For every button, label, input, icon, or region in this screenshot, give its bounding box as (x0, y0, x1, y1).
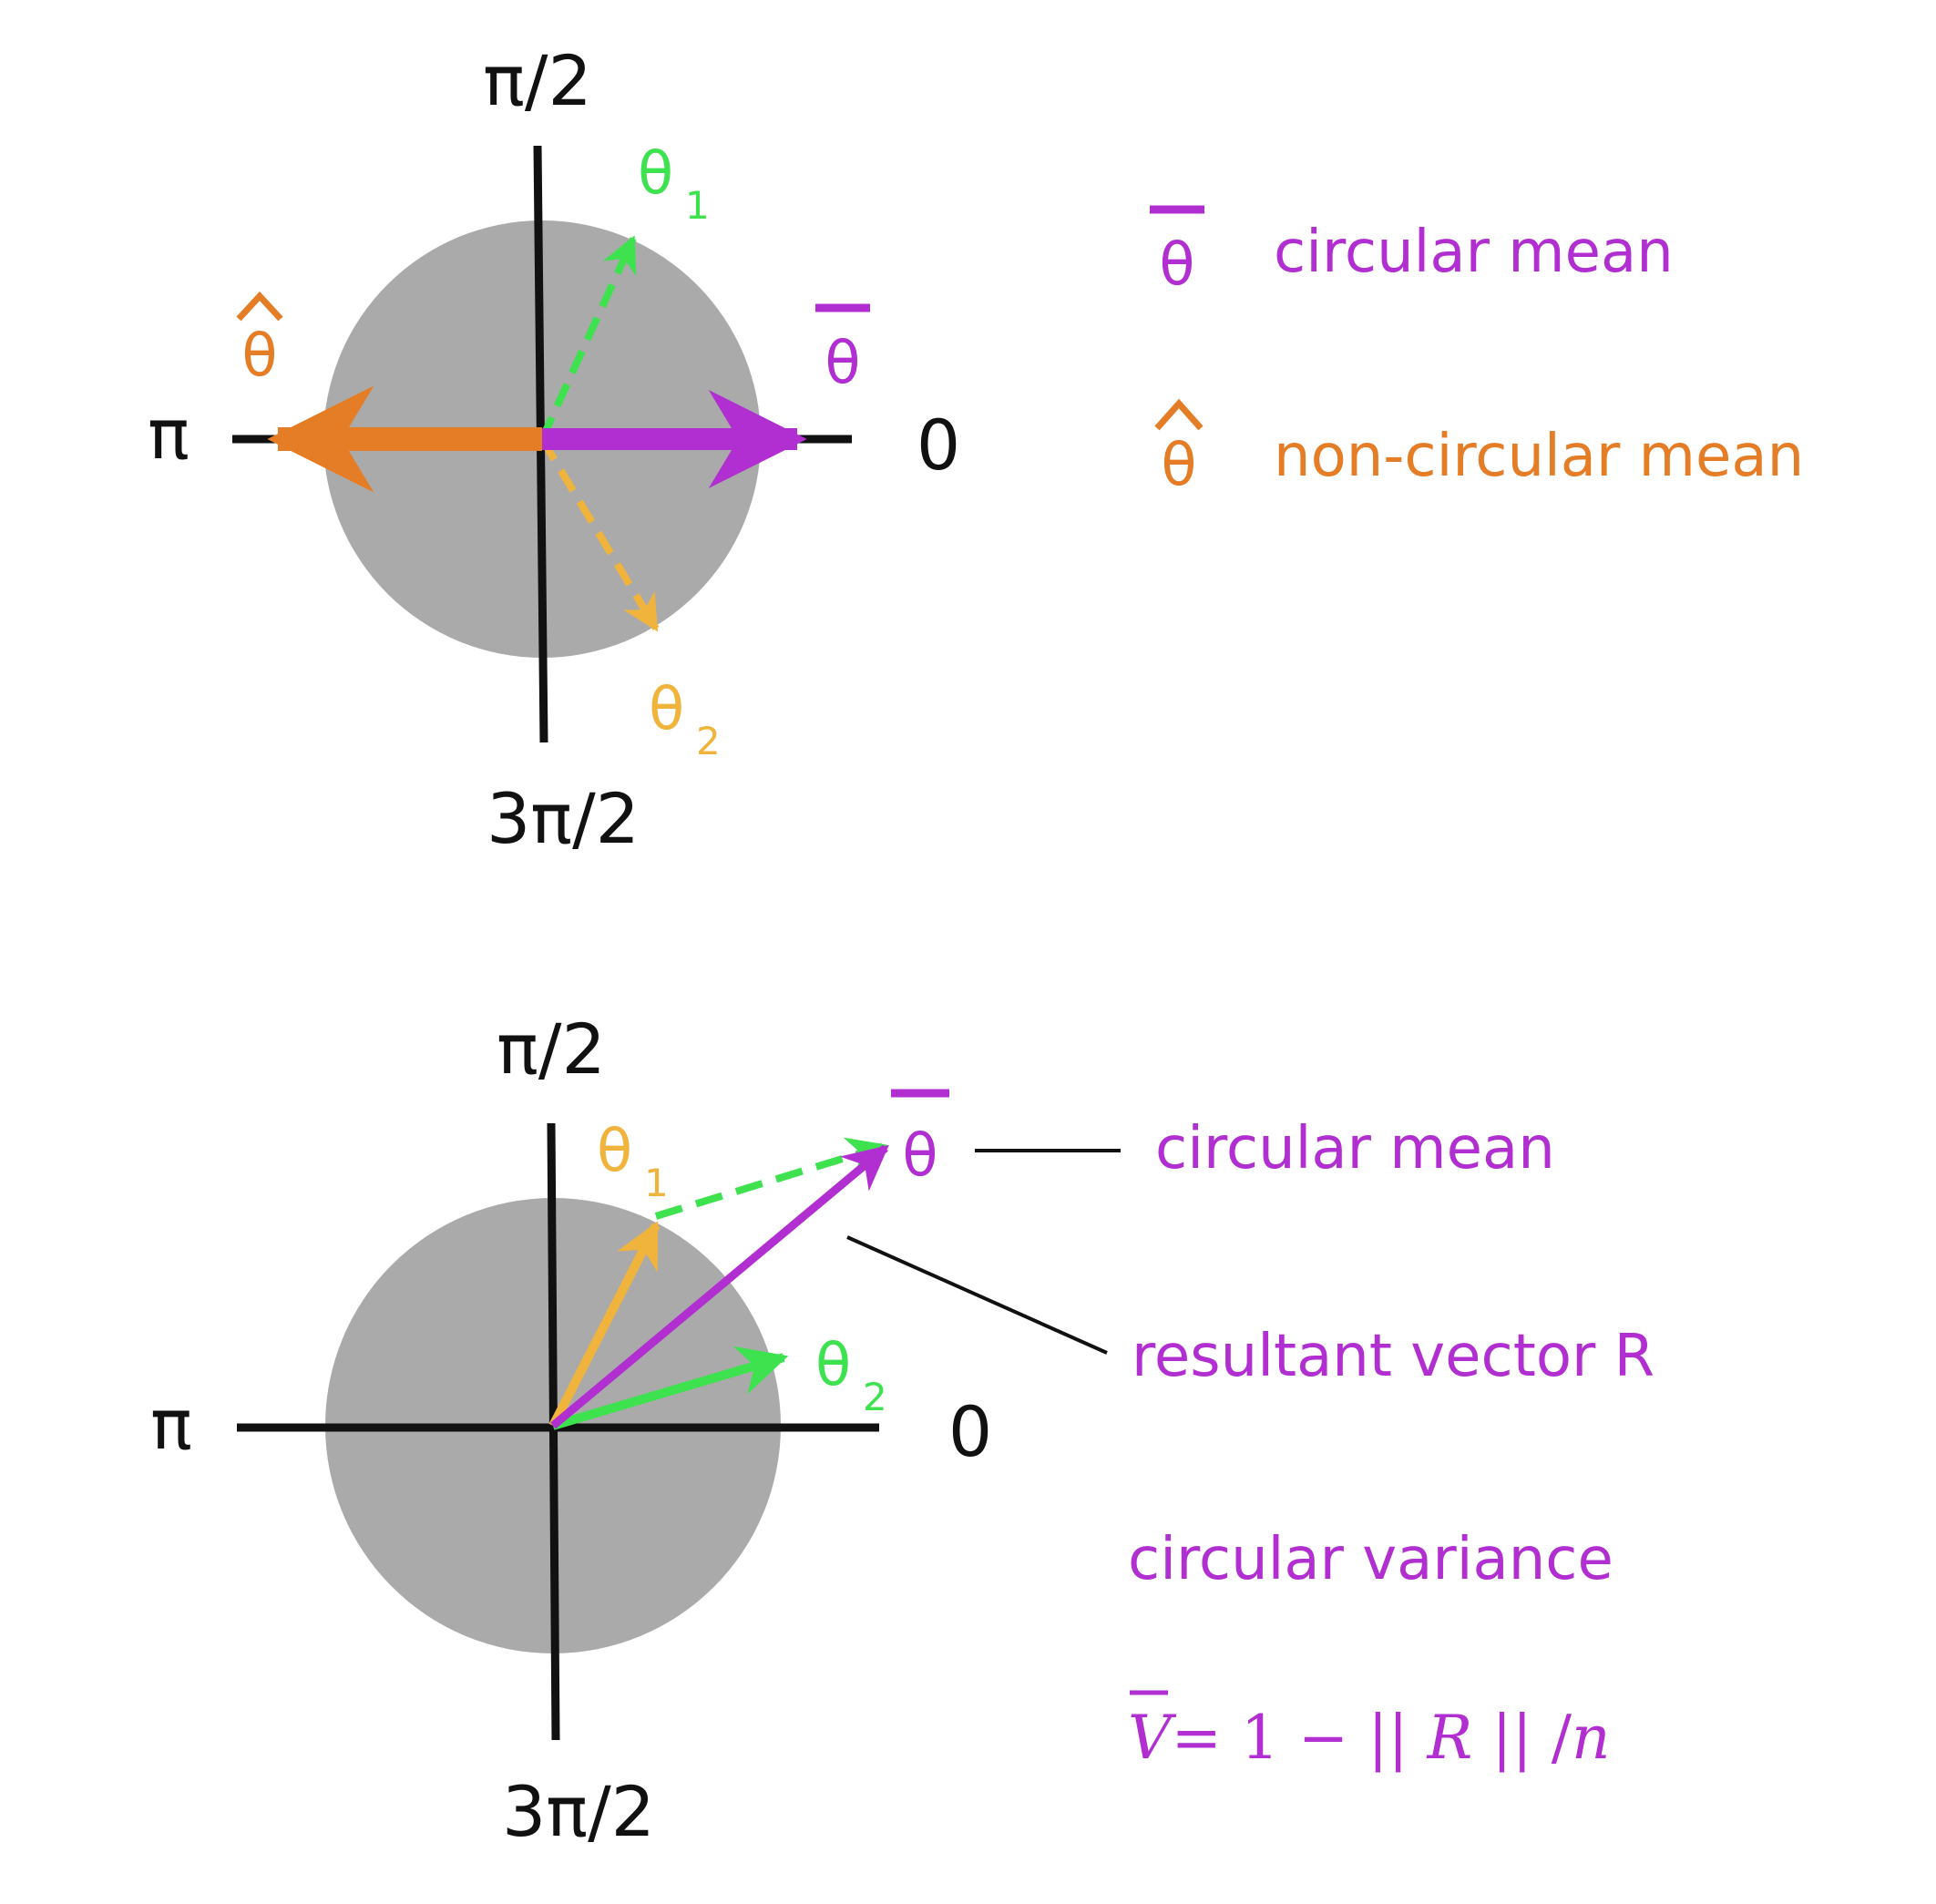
svg-text:θ: θ (638, 140, 673, 208)
theta2-label-top: θ 2 (649, 676, 721, 763)
annotation-resultant-vector: resultant vector R (1132, 1323, 1654, 1390)
hat-icon (1154, 398, 1204, 431)
legend-item-circular-mean: θ circular mean (1150, 205, 1674, 299)
svg-text:θ: θ (902, 1122, 937, 1190)
hat-icon (236, 291, 283, 322)
legend-label-noncircular-mean: non-circular mean (1274, 423, 1804, 490)
theta-hat-label-top: θ (236, 291, 283, 390)
svg-text:θ: θ (241, 322, 277, 390)
svg-text:θ: θ (825, 330, 860, 397)
annotation-circular-variance: circular variance (1128, 1526, 1613, 1593)
annotation-circular-mean: circular mean (1155, 1115, 1555, 1182)
svg-text:θ: θ (1159, 231, 1194, 299)
axis-label-top-pi-half: π/2 (483, 40, 592, 121)
svg-text:1: 1 (644, 1161, 669, 1205)
theta1-label-top: θ 1 (638, 140, 710, 228)
axis-label-bottom-pi: π (150, 1384, 192, 1465)
theta-bar-label-top: θ (815, 303, 870, 397)
legend: θ circular mean θ non-circular mean (1150, 205, 1804, 499)
theta2-dashed-arrow-top (538, 436, 660, 632)
theta2-vector-bottom (551, 1346, 789, 1430)
svg-text:θ: θ (815, 1332, 851, 1399)
svg-text:θ: θ (597, 1118, 632, 1185)
axis-label-bottom-3pi-half: 3π/2 (502, 1771, 655, 1852)
circular-variance-formula: V= 1 − || R || /n (1128, 1690, 1611, 1773)
theta1-dashed-arrow-top (538, 235, 637, 441)
panel-bottom: π/2 π 0 3π/2 θ 1 θ 2 θ circular mean res… (150, 1008, 1654, 1852)
resultant-vector-arrow (550, 1144, 889, 1429)
theta-bar-label-bottom: θ (891, 1089, 949, 1190)
svg-text:θ: θ (649, 676, 684, 743)
axis-label-top-pi: π (148, 394, 190, 475)
svg-text:V= 1 − || R || /n: V= 1 − || R || /n (1128, 1703, 1611, 1773)
svg-text:2: 2 (863, 1375, 887, 1419)
theta1-label-bottom: θ 1 (597, 1118, 669, 1205)
axis-label-bottom-zero: 0 (948, 1391, 992, 1472)
axis-label-top-3pi-half: 3π/2 (487, 778, 640, 859)
axis-label-top-zero: 0 (917, 404, 960, 486)
svg-text:2: 2 (696, 719, 721, 763)
theta1-vector-bottom (548, 1221, 661, 1428)
theta2-label-bottom: θ 2 (815, 1332, 887, 1419)
legend-item-noncircular-mean: θ non-circular mean (1154, 398, 1804, 499)
legend-label-circular-mean: circular mean (1274, 219, 1674, 286)
panel-top: π/2 π 0 3π/2 θ 1 θ 2 θ θ θ circular mean (148, 40, 1804, 859)
callout-line-resultant (846, 1235, 1108, 1355)
axis-label-bottom-pi-half: π/2 (497, 1008, 606, 1090)
svg-text:θ: θ (1161, 432, 1196, 499)
svg-text:1: 1 (685, 183, 710, 228)
